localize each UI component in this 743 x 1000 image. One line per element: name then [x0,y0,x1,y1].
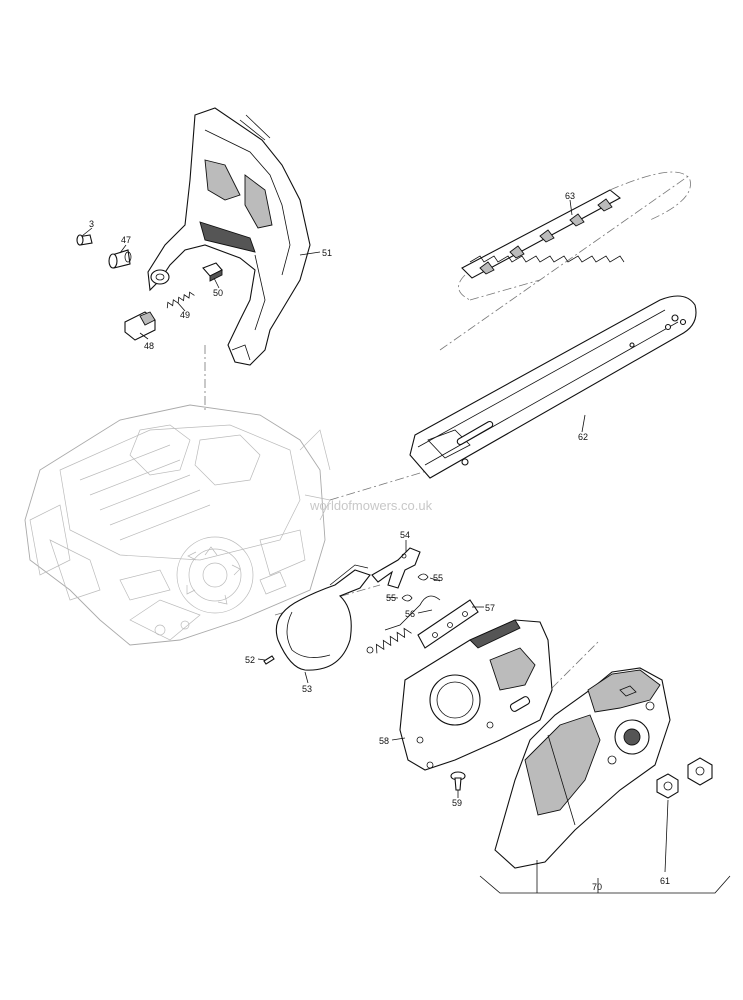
clip-part-55-lower [401,594,413,602]
screw-part-59 [450,771,466,791]
nut-part-upper [687,757,713,786]
part-label-63: 63 [565,191,575,201]
hand-guard-part [147,107,311,366]
part-label-61: 61 [660,876,670,886]
guide-bar-part [409,295,697,479]
part-label-50: 50 [213,288,223,298]
saw-chain-part [461,189,625,279]
catch-part-48 [124,311,156,341]
wire-spring-part [384,595,441,631]
screw-part-3 [76,234,93,246]
part-label-59: 59 [452,798,462,808]
clip-part-55-upper [417,573,429,581]
engine-body-outline [24,404,331,646]
leader-lines [81,199,731,894]
part-label-56: 56 [405,609,415,619]
part-label-58: 58 [379,736,389,746]
part-label-55-upper: 55 [433,573,443,583]
part-label-52: 52 [245,655,255,665]
part-label-54: 54 [400,530,410,540]
spring-part-49 [166,291,195,309]
plate-part-57 [417,599,479,649]
nut-part-61 [656,773,679,799]
part-label-53: 53 [302,684,312,694]
part-label-49: 49 [180,310,190,320]
cover-plate-part [399,619,553,771]
bushing-part-47 [108,249,132,269]
part-label-3: 3 [89,219,94,229]
chain-loop-outline [458,171,691,301]
part-label-51: 51 [322,248,332,258]
part-label-70: 70 [592,882,602,892]
part-label-47: 47 [121,235,131,245]
brake-lever-part [371,547,421,589]
sprocket-cover-part [494,667,671,869]
watermark-text: worldofmowers.co.uk [309,498,433,513]
part-label-62: 62 [578,432,588,442]
part-label-48: 48 [144,341,154,351]
part-labels: 3 47 48 49 50 51 52 53 54 55 55 56 57 58… [89,191,670,892]
part-label-55-lower: 55 [386,593,396,603]
block-part-50 [202,262,223,282]
coil-spring [366,627,412,654]
part-label-57: 57 [485,603,495,613]
brake-band-part [275,564,371,671]
pin-part-52 [263,655,275,665]
